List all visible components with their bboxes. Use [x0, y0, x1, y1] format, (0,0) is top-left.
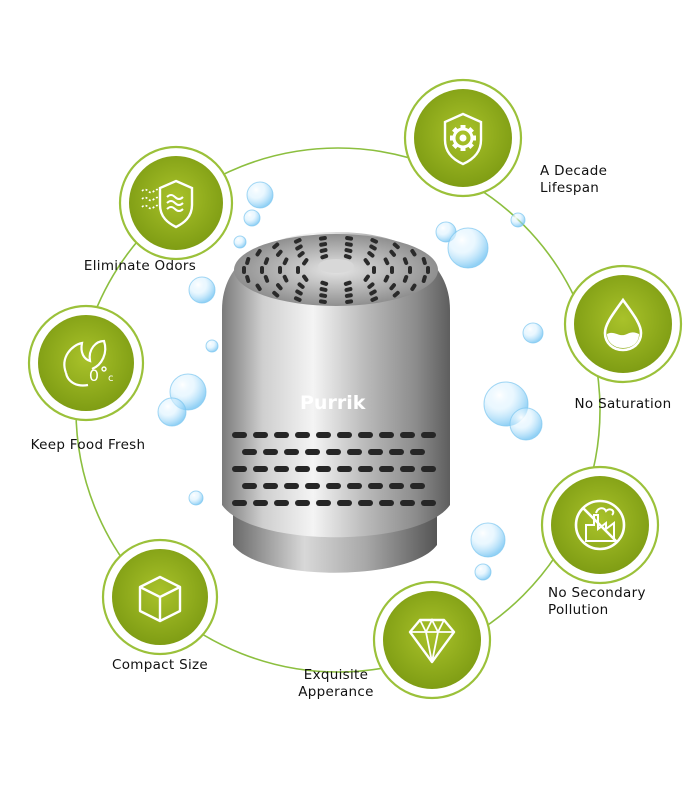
- feature-badge-decade-lifespan: [403, 78, 523, 198]
- feature-label-line: Keep Food Fresh: [30, 437, 146, 453]
- svg-text:c: c: [108, 373, 114, 384]
- feature-label-line: No Secondary: [548, 585, 646, 601]
- air-bubble: [510, 212, 526, 228]
- feature-badge-eliminate-odors: [118, 145, 234, 261]
- air-bubble: [188, 276, 216, 304]
- air-bubble: [474, 563, 492, 581]
- air-bubble: [509, 407, 543, 441]
- feature-badge-compact-size: [101, 538, 219, 656]
- brand-text: Purrik: [300, 392, 366, 414]
- badge-fill: [574, 275, 672, 373]
- bubble-group: [157, 181, 544, 581]
- feature-label-line: Exquisite: [303, 667, 369, 683]
- feature-badge-no-saturation: [563, 264, 683, 384]
- feature-label-line: Lifespan: [540, 180, 600, 196]
- feature-label-line: Eliminate Odors: [83, 258, 197, 274]
- air-bubble: [205, 339, 219, 353]
- feature-label-line: A Decade: [540, 163, 608, 179]
- feature-label-line: Pollution: [548, 602, 609, 618]
- water-drop-icon: [603, 297, 643, 352]
- gear-shield-icon: [443, 112, 483, 166]
- lower-vent-slots: [232, 432, 436, 506]
- feature-label-line: Apperance: [298, 684, 374, 700]
- feature-label-line: Compact Size: [112, 657, 208, 673]
- odor-shield-icon: [141, 179, 194, 229]
- air-bubble: [188, 490, 204, 506]
- no-factory-icon: [574, 499, 626, 551]
- air-bubble: [522, 322, 544, 344]
- air-bubble: [447, 227, 489, 269]
- svg-text:0: 0: [89, 366, 99, 385]
- air-bubble: [157, 397, 187, 427]
- feature-badge-exquisite-appearance: [372, 580, 492, 700]
- badge-fill: [38, 315, 134, 411]
- air-bubble: [470, 522, 506, 558]
- badge-fill: [383, 591, 481, 689]
- feature-label-no-saturation: No Saturation: [575, 396, 672, 413]
- feature-label-compact-size: Compact Size: [112, 657, 208, 674]
- air-bubble: [246, 181, 274, 209]
- feature-label-eliminate-odors: Eliminate Odors: [84, 258, 196, 275]
- air-purifier-product: Purrik: [222, 232, 450, 573]
- feature-label-keep-food-fresh: Keep Food Fresh: [31, 437, 146, 454]
- cube-icon: [138, 575, 182, 623]
- top-vent-pattern: [242, 236, 430, 304]
- diamond-icon: [408, 617, 456, 664]
- feature-badge-no-secondary-pollution: [540, 465, 660, 585]
- air-bubble: [233, 235, 247, 249]
- feature-label-line: No Saturation: [574, 396, 672, 412]
- air-bubble: [243, 209, 261, 227]
